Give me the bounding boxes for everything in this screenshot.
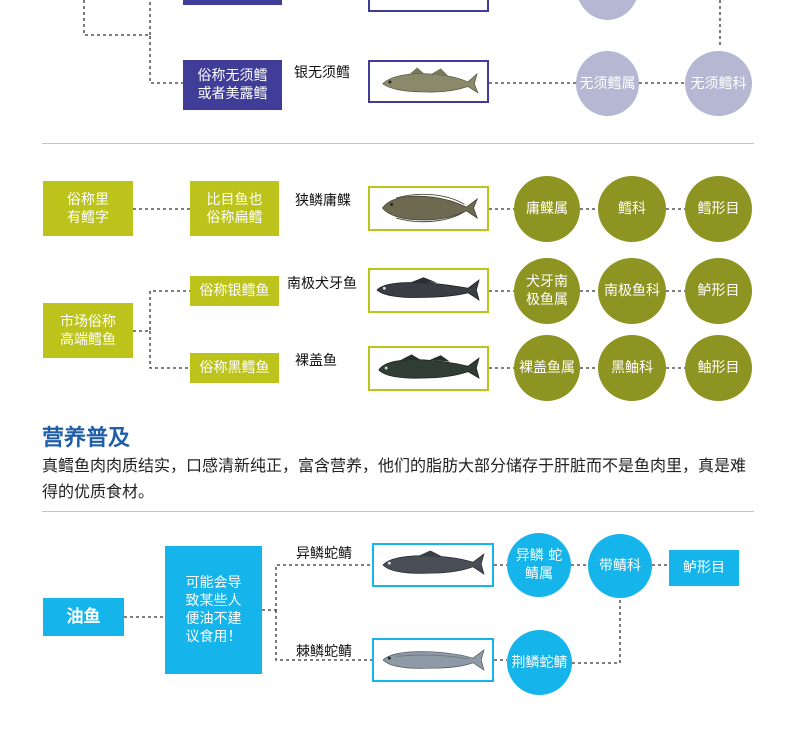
connector-line <box>149 331 190 369</box>
circle-anoplopoma-genus-text: 裸盖鱼属 <box>519 360 575 376</box>
circle-gempylidae-text: 带鲭科 <box>599 558 641 574</box>
circle-dissostichus-genus-text: 犬牙南 极鱼属 <box>526 274 568 308</box>
box-flatfish-text: 比目鱼也 俗称扁鳕 <box>206 191 263 226</box>
fish-frame-sablefish <box>368 346 489 391</box>
fish-frame-halibut <box>368 186 489 231</box>
connector-line <box>262 564 372 611</box>
box-black-cod-text: 俗称黑鳕鱼 <box>199 360 270 376</box>
label-yin-wuxu: 银无须鳕 <box>294 65 350 81</box>
circle-yongdie-genus: 庸鲽属 <box>514 176 580 242</box>
box-flatfish: 比目鱼也 俗称扁鳕 <box>190 181 279 236</box>
circle-scorpaeniformes: 鲉形目 <box>685 335 752 401</box>
box-common-name-li-text: 俗称里 有鳕字 <box>67 191 109 226</box>
circle-yongdie-genus-text: 庸鲽属 <box>526 201 568 217</box>
box-common-name-wuxu: 俗称无须鳕 或者美露鳕 <box>183 60 282 110</box>
box-escolar: 油鱼 <box>43 598 124 636</box>
box-market-premium-cod-text: 市场俗称 高端鳕鱼 <box>60 313 116 348</box>
circle-perciformes-1-text: 鲈形目 <box>697 283 740 299</box>
box-perciformes-text: 鲈形目 <box>683 560 725 576</box>
nutrition-title: 营养普及 <box>42 426 131 451</box>
box-silver-cod: 俗称银鳕鱼 <box>190 276 279 306</box>
label-xialin: 狭鳞庸鲽 <box>295 193 351 209</box>
circle-lepidocybium-genus-text: 异鳞 蛇鲭属 <box>515 548 563 582</box>
connector-line <box>83 0 183 84</box>
hake-fish-icon <box>382 67 479 94</box>
box-escolar-text: 油鱼 <box>66 607 101 627</box>
circle-genus-wuxu-text: 无须鳕属 <box>579 75 636 92</box>
circle-scorpaeniformes-text: 鲉形目 <box>697 360 740 376</box>
nutrition-text: 真鳕鱼肉肉质结实，口感清新纯正，富含营养，他们的脂肪大部分储存于肝脏而不是鱼肉里… <box>42 456 747 501</box>
fish-frame-oilfish <box>372 638 494 682</box>
circle-perciformes-1: 鲈形目 <box>685 258 752 324</box>
fish-frame-hake <box>368 60 489 103</box>
box-warning: 可能会导 致某些人 便油不建 议食用！ <box>165 546 262 674</box>
circle-sebastidae-text: 黑鲉科 <box>611 360 653 376</box>
box-common-name-wuxu-text: 俗称无须鳕 或者美露鳕 <box>197 68 268 102</box>
circle-gadidae: 鳕科 <box>598 176 666 242</box>
divider-2 <box>42 511 754 512</box>
purple-box-top-cropped <box>183 0 282 5</box>
box-perciformes: 鲈形目 <box>669 550 739 586</box>
circle-dissostichus-genus: 犬牙南 极鱼属 <box>514 258 580 324</box>
toothfish-icon <box>376 277 480 301</box>
circle-gadidae-text: 鳕科 <box>618 201 646 217</box>
circle-gadiformes-text: 鳕形目 <box>697 201 740 217</box>
circle-ruvettus: 荆鳞蛇鲭 <box>507 630 572 695</box>
circle-lepidocybium-genus: 异鳞 蛇鲭属 <box>507 533 571 597</box>
fish-frame-toothfish <box>368 268 489 313</box>
circle-anoplopoma-genus: 裸盖鱼属 <box>514 335 580 401</box>
halibut-fish-icon <box>382 193 479 223</box>
circle-nototheniidae-text: 南极鱼科 <box>604 283 660 299</box>
circle-sebastidae: 黑鲉科 <box>598 335 666 401</box>
circle-gadiformes: 鳕形目 <box>685 176 752 242</box>
sablefish-icon <box>378 354 480 379</box>
divider-1 <box>42 143 754 144</box>
circle-gempylidae: 带鲭科 <box>588 534 652 598</box>
label-nanji: 南极犬牙鱼 <box>287 276 357 292</box>
escolar-fish-icon <box>382 550 485 575</box>
box-silver-cod-text: 俗称银鳕鱼 <box>199 283 270 299</box>
label-luogai: 裸盖鱼 <box>295 353 337 369</box>
label-jilin: 棘鳞蛇鲭 <box>296 644 352 660</box>
label-yilin: 异鳞蛇鲭 <box>296 546 352 562</box>
circle-family-wuxu-text: 无须鳕科 <box>690 75 747 92</box>
connector-line <box>572 598 621 664</box>
circle-top-cropped <box>576 0 639 20</box>
oilfish-icon <box>382 649 485 671</box>
fish-frame-top-cropped <box>368 0 489 12</box>
box-black-cod: 俗称黑鳕鱼 <box>190 353 279 383</box>
circle-genus-wuxu: 无须鳕属 <box>576 51 639 116</box>
box-common-name-li: 俗称里 有鳕字 <box>43 181 133 236</box>
circle-ruvettus-text: 荆鳞蛇鲭 <box>511 654 568 671</box>
circle-nototheniidae: 南极鱼科 <box>598 258 666 324</box>
box-market-premium-cod: 市场俗称 高端鳕鱼 <box>43 303 133 358</box>
connector-line <box>133 290 190 332</box>
box-warning-text: 可能会导 致某些人 便油不建 议食用！ <box>185 575 242 645</box>
circle-family-wuxu: 无须鳕科 <box>685 51 752 116</box>
connector-line <box>275 610 372 661</box>
fish-frame-escolar <box>372 543 494 587</box>
